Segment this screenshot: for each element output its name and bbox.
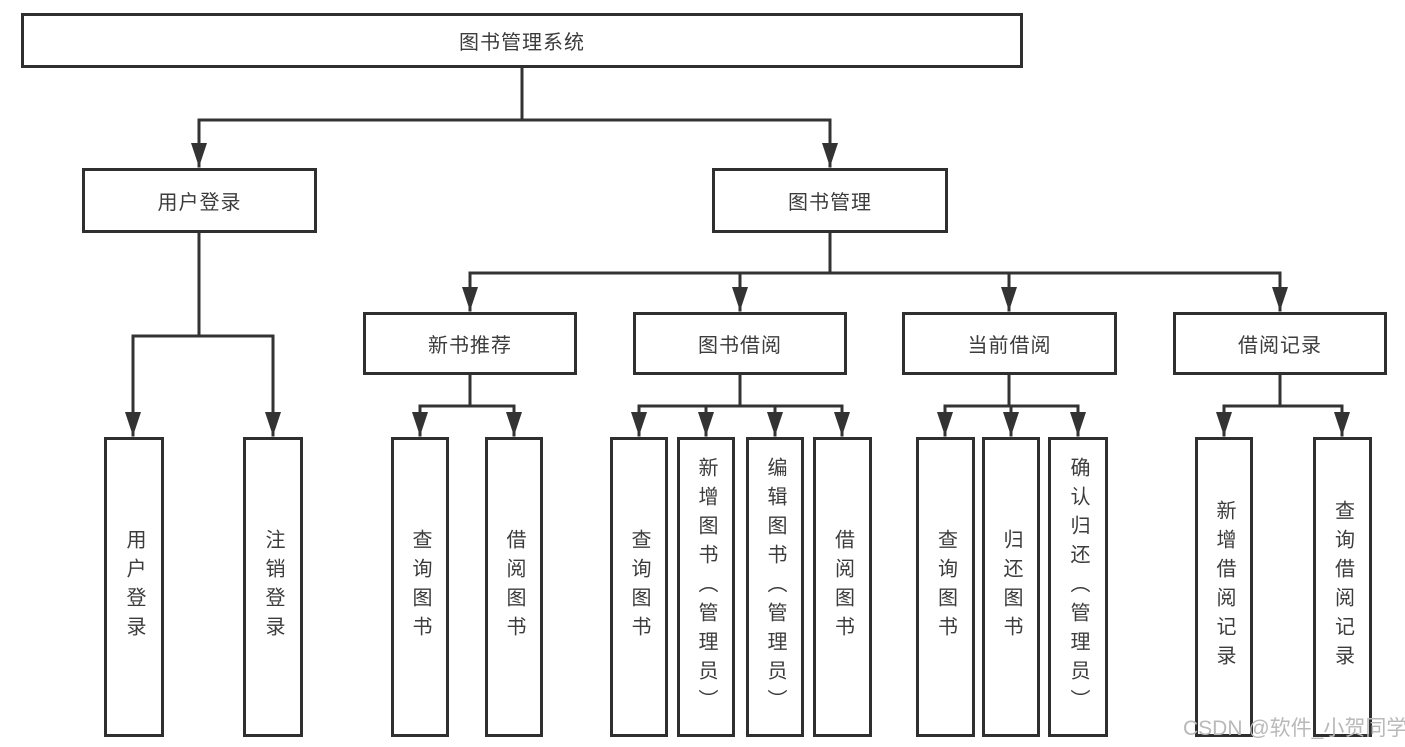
node-label: 图书管理 — [788, 192, 872, 214]
node-label: 归还图书 — [1000, 529, 1022, 645]
node-label: 借阅图书 — [831, 529, 854, 645]
node-label: 新增借阅记录 — [1213, 500, 1235, 674]
leaf-current-query-book: 查询图书 — [916, 437, 975, 737]
node-label: 图书管理系统 — [459, 32, 585, 54]
csdn-watermark: CSDN @软件_小贺同学 — [1183, 717, 1405, 740]
node-label: 当前借阅 — [967, 335, 1052, 357]
node-label: 查询图书 — [934, 529, 957, 645]
node-label: 查询图书 — [409, 529, 431, 645]
node-label: 图书借阅 — [698, 335, 782, 357]
leaf-edit-book-admin: 编辑图书（管理员） — [746, 437, 804, 737]
node-label: 新增图书（管理员） — [695, 456, 717, 718]
node-label: 用户登录 — [157, 192, 242, 214]
leaf-user-login: 用户登录 — [104, 437, 164, 737]
node-label: 借阅记录 — [1238, 335, 1322, 357]
leaf-return-book: 归还图书 — [982, 437, 1040, 737]
node-label: 确认归还（管理员） — [1067, 456, 1089, 718]
leaf-confirm-return-admin: 确认归还（管理员） — [1048, 437, 1108, 737]
leaf-recommend-borrow-book: 借阅图书 — [485, 437, 543, 737]
node-label: 查询图书 — [628, 529, 650, 645]
leaf-borrow-borrow-book: 借阅图书 — [813, 437, 872, 737]
node-label: 查询借阅记录 — [1331, 500, 1354, 674]
node-label: 借阅图书 — [503, 529, 525, 645]
node-new-book-recommend: 新书推荐 — [363, 312, 577, 375]
node-user-login-branch: 用户登录 — [82, 168, 317, 233]
leaf-recommend-query-book: 查询图书 — [391, 437, 449, 737]
node-label: 新书推荐 — [428, 335, 512, 357]
node-root-library-system: 图书管理系统 — [21, 13, 1023, 68]
leaf-add-borrow-record: 新增借阅记录 — [1195, 437, 1253, 737]
leaf-borrow-query-book: 查询图书 — [610, 437, 668, 737]
node-label: 注销登录 — [262, 529, 284, 645]
leaf-query-borrow-record: 查询借阅记录 — [1313, 437, 1372, 737]
node-label: 编辑图书（管理员） — [764, 456, 786, 718]
node-book-management-branch: 图书管理 — [712, 168, 948, 233]
leaf-logout: 注销登录 — [243, 437, 303, 737]
node-current-borrow: 当前借阅 — [902, 312, 1117, 375]
connector-trunks — [131, 66, 1344, 408]
node-borrow-records: 借阅记录 — [1173, 312, 1387, 375]
node-label: 用户登录 — [123, 529, 145, 645]
leaf-add-book-admin: 新增图书（管理员） — [677, 437, 735, 737]
node-book-borrow: 图书借阅 — [633, 312, 847, 375]
